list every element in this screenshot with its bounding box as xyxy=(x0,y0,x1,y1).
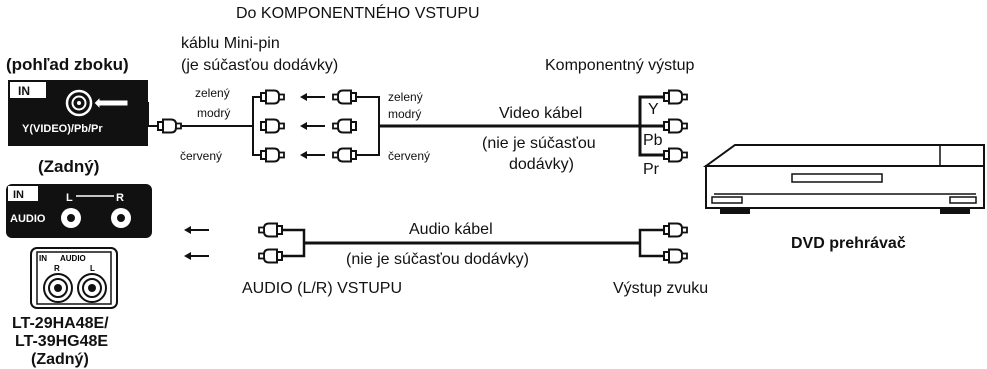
video-cable-note-2: dodávky) xyxy=(509,156,574,173)
side-in-badge: IN xyxy=(18,84,30,98)
video-cable-red-plug xyxy=(332,147,357,163)
splitter-blue-plug xyxy=(260,118,285,134)
component-pb-label: Pb xyxy=(643,132,663,149)
audio-output-label: Výstup zvuku xyxy=(613,280,708,297)
video-port-label: Y(VIDEO)/Pb/Pr xyxy=(22,123,103,135)
audio-cable-right-bundle xyxy=(638,228,664,258)
model-panel-in: IN xyxy=(39,254,47,263)
right-blue-label: modrý xyxy=(388,107,421,121)
component-pb-plug xyxy=(663,118,688,134)
audio-cable-note: (nie je súčasťou dodávky) xyxy=(346,251,529,268)
splitter-red-plug xyxy=(260,147,285,163)
connect-arrow-green xyxy=(299,92,326,102)
component-output-label: Komponentný výstup xyxy=(545,57,695,74)
audio-cable-left-bottom-plug xyxy=(258,248,283,264)
model-r-jack[interactable] xyxy=(43,273,73,303)
minipin-plug xyxy=(157,118,182,134)
connect-arrow-blue xyxy=(299,121,326,131)
model-name-2: LT-39HG48E xyxy=(15,333,108,350)
audio-in-badge: IN xyxy=(13,189,24,201)
component-pr-label: Pr xyxy=(643,161,660,178)
splitter-green-plug xyxy=(260,89,285,105)
video-cable-blue-plug xyxy=(332,118,357,134)
audio-word-label: AUDIO xyxy=(10,213,46,225)
video-cable-green-plug xyxy=(332,89,357,105)
rear-label: (Zadný) xyxy=(38,157,99,176)
audio-r-label: R xyxy=(116,192,124,204)
side-view-label: (pohľad zboku) xyxy=(6,55,129,74)
audio-arrow-top xyxy=(183,225,210,235)
minipin-splitter xyxy=(181,96,261,156)
audio-cable-left-top-plug xyxy=(258,222,283,238)
minipin-cable-wire xyxy=(128,102,158,127)
component-input-title: Do KOMPONENTNÉHO VSTUPU xyxy=(236,3,480,22)
model-panel-r: R xyxy=(54,264,60,273)
audio-cable-right-top-plug xyxy=(663,222,688,238)
audio-arrow-bottom xyxy=(183,251,210,261)
audio-r-jack[interactable] xyxy=(111,208,131,228)
model-panel-l: L xyxy=(90,264,95,273)
left-green-label: zelený xyxy=(195,86,230,100)
minipin-cable-label: káblu Mini-pin xyxy=(181,35,280,52)
audio-l-label: L xyxy=(66,192,73,204)
video-cable-label: Video kábel xyxy=(499,105,582,122)
model-l-jack[interactable] xyxy=(77,273,107,303)
left-red-label: červený xyxy=(180,149,222,163)
component-y-plug xyxy=(663,89,688,105)
component-pr-plug xyxy=(663,147,688,163)
audio-l-jack[interactable] xyxy=(61,208,81,228)
video-cable-left-bundle xyxy=(356,96,380,156)
video-cable-note-1: (nie je súčasťou xyxy=(482,135,596,152)
minipin-supplied-note: (je súčasťou dodávky) xyxy=(181,57,338,74)
model-panel-audio: AUDIO xyxy=(60,254,86,263)
model-name-1: LT-29HA48E/ xyxy=(12,315,109,332)
tv-audio-panel: IN L R AUDIO xyxy=(6,184,152,238)
dvd-player-label: DVD prehrávač xyxy=(791,235,906,252)
audio-cable-left-bundle xyxy=(282,228,306,258)
audio-cable-right-bottom-plug xyxy=(663,248,688,264)
model-rear-label: (Zadný) xyxy=(31,351,89,368)
video-input-jack[interactable] xyxy=(65,89,93,117)
connect-arrow-red xyxy=(299,150,326,160)
right-red-label: červený xyxy=(388,149,430,163)
left-blue-label: modrý xyxy=(197,106,230,120)
component-y-label: Y xyxy=(648,101,659,118)
model-audio-panel: IN AUDIO R L xyxy=(30,247,118,309)
tv-side-panel: IN Y(VIDEO)/Pb/Pr xyxy=(8,80,148,146)
audio-cable-label: Audio kábel xyxy=(409,221,493,238)
audio-input-label: AUDIO (L/R) VSTUPU xyxy=(242,280,402,297)
right-green-label: zelený xyxy=(388,90,423,104)
dvd-player xyxy=(702,144,985,214)
